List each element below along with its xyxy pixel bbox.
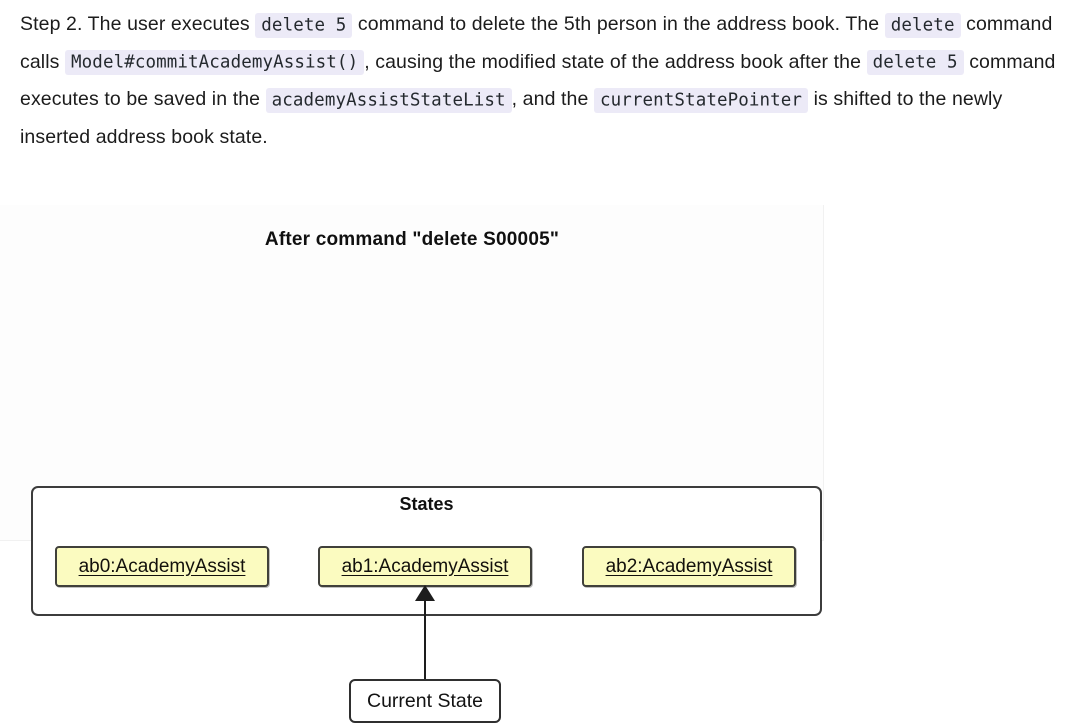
prose-text-2: command to delete the 5th person in the …: [352, 13, 885, 35]
state-node-ab0-label: ab0:AcademyAssist: [78, 555, 246, 577]
inline-code-5: Model#commitAcademyAssist(): [65, 50, 365, 75]
state-diagram-figure: After command "delete S00005" States ab0…: [0, 205, 824, 723]
current-state-pointer-arrowhead-icon: [415, 585, 435, 601]
current-state-note-label: Current State: [367, 689, 483, 712]
prose-text-6: , causing the modified state of the addr…: [364, 50, 867, 73]
inline-code-9: academyAssistStateList: [265, 87, 512, 113]
prose-text-10: , and the: [511, 88, 594, 110]
inline-code-11: currentStatePointer: [593, 87, 809, 113]
current-state-note[interactable]: Current State: [349, 679, 501, 723]
state-node-ab1[interactable]: ab1:AcademyAssist: [318, 546, 532, 587]
step-description-paragraph: Step 2. The user executes delete 5 comma…: [20, 6, 1060, 155]
state-node-ab2-label: ab2:AcademyAssist: [605, 555, 773, 577]
state-node-ab2[interactable]: ab2:AcademyAssist: [582, 546, 796, 587]
state-node-ab0[interactable]: ab0:AcademyAssist: [55, 546, 269, 587]
prose-text-8: command executes to be saved in the: [20, 50, 1056, 111]
prose-text-0: Step 2. The user executes: [20, 13, 256, 35]
inline-code-3: delete: [884, 12, 961, 38]
current-state-pointer-line: [424, 597, 426, 680]
states-container-label: States: [399, 494, 454, 514]
inline-code-1: delete 5: [255, 12, 353, 38]
inline-code-7: delete 5: [866, 50, 964, 75]
prose-text-12: is shifted to the newly inserted address…: [20, 88, 1003, 148]
diagram-title: After command "delete S00005": [264, 229, 560, 250]
state-node-ab1-label: ab1:AcademyAssist: [341, 555, 509, 577]
prose-text-4: command calls: [20, 13, 1053, 73]
